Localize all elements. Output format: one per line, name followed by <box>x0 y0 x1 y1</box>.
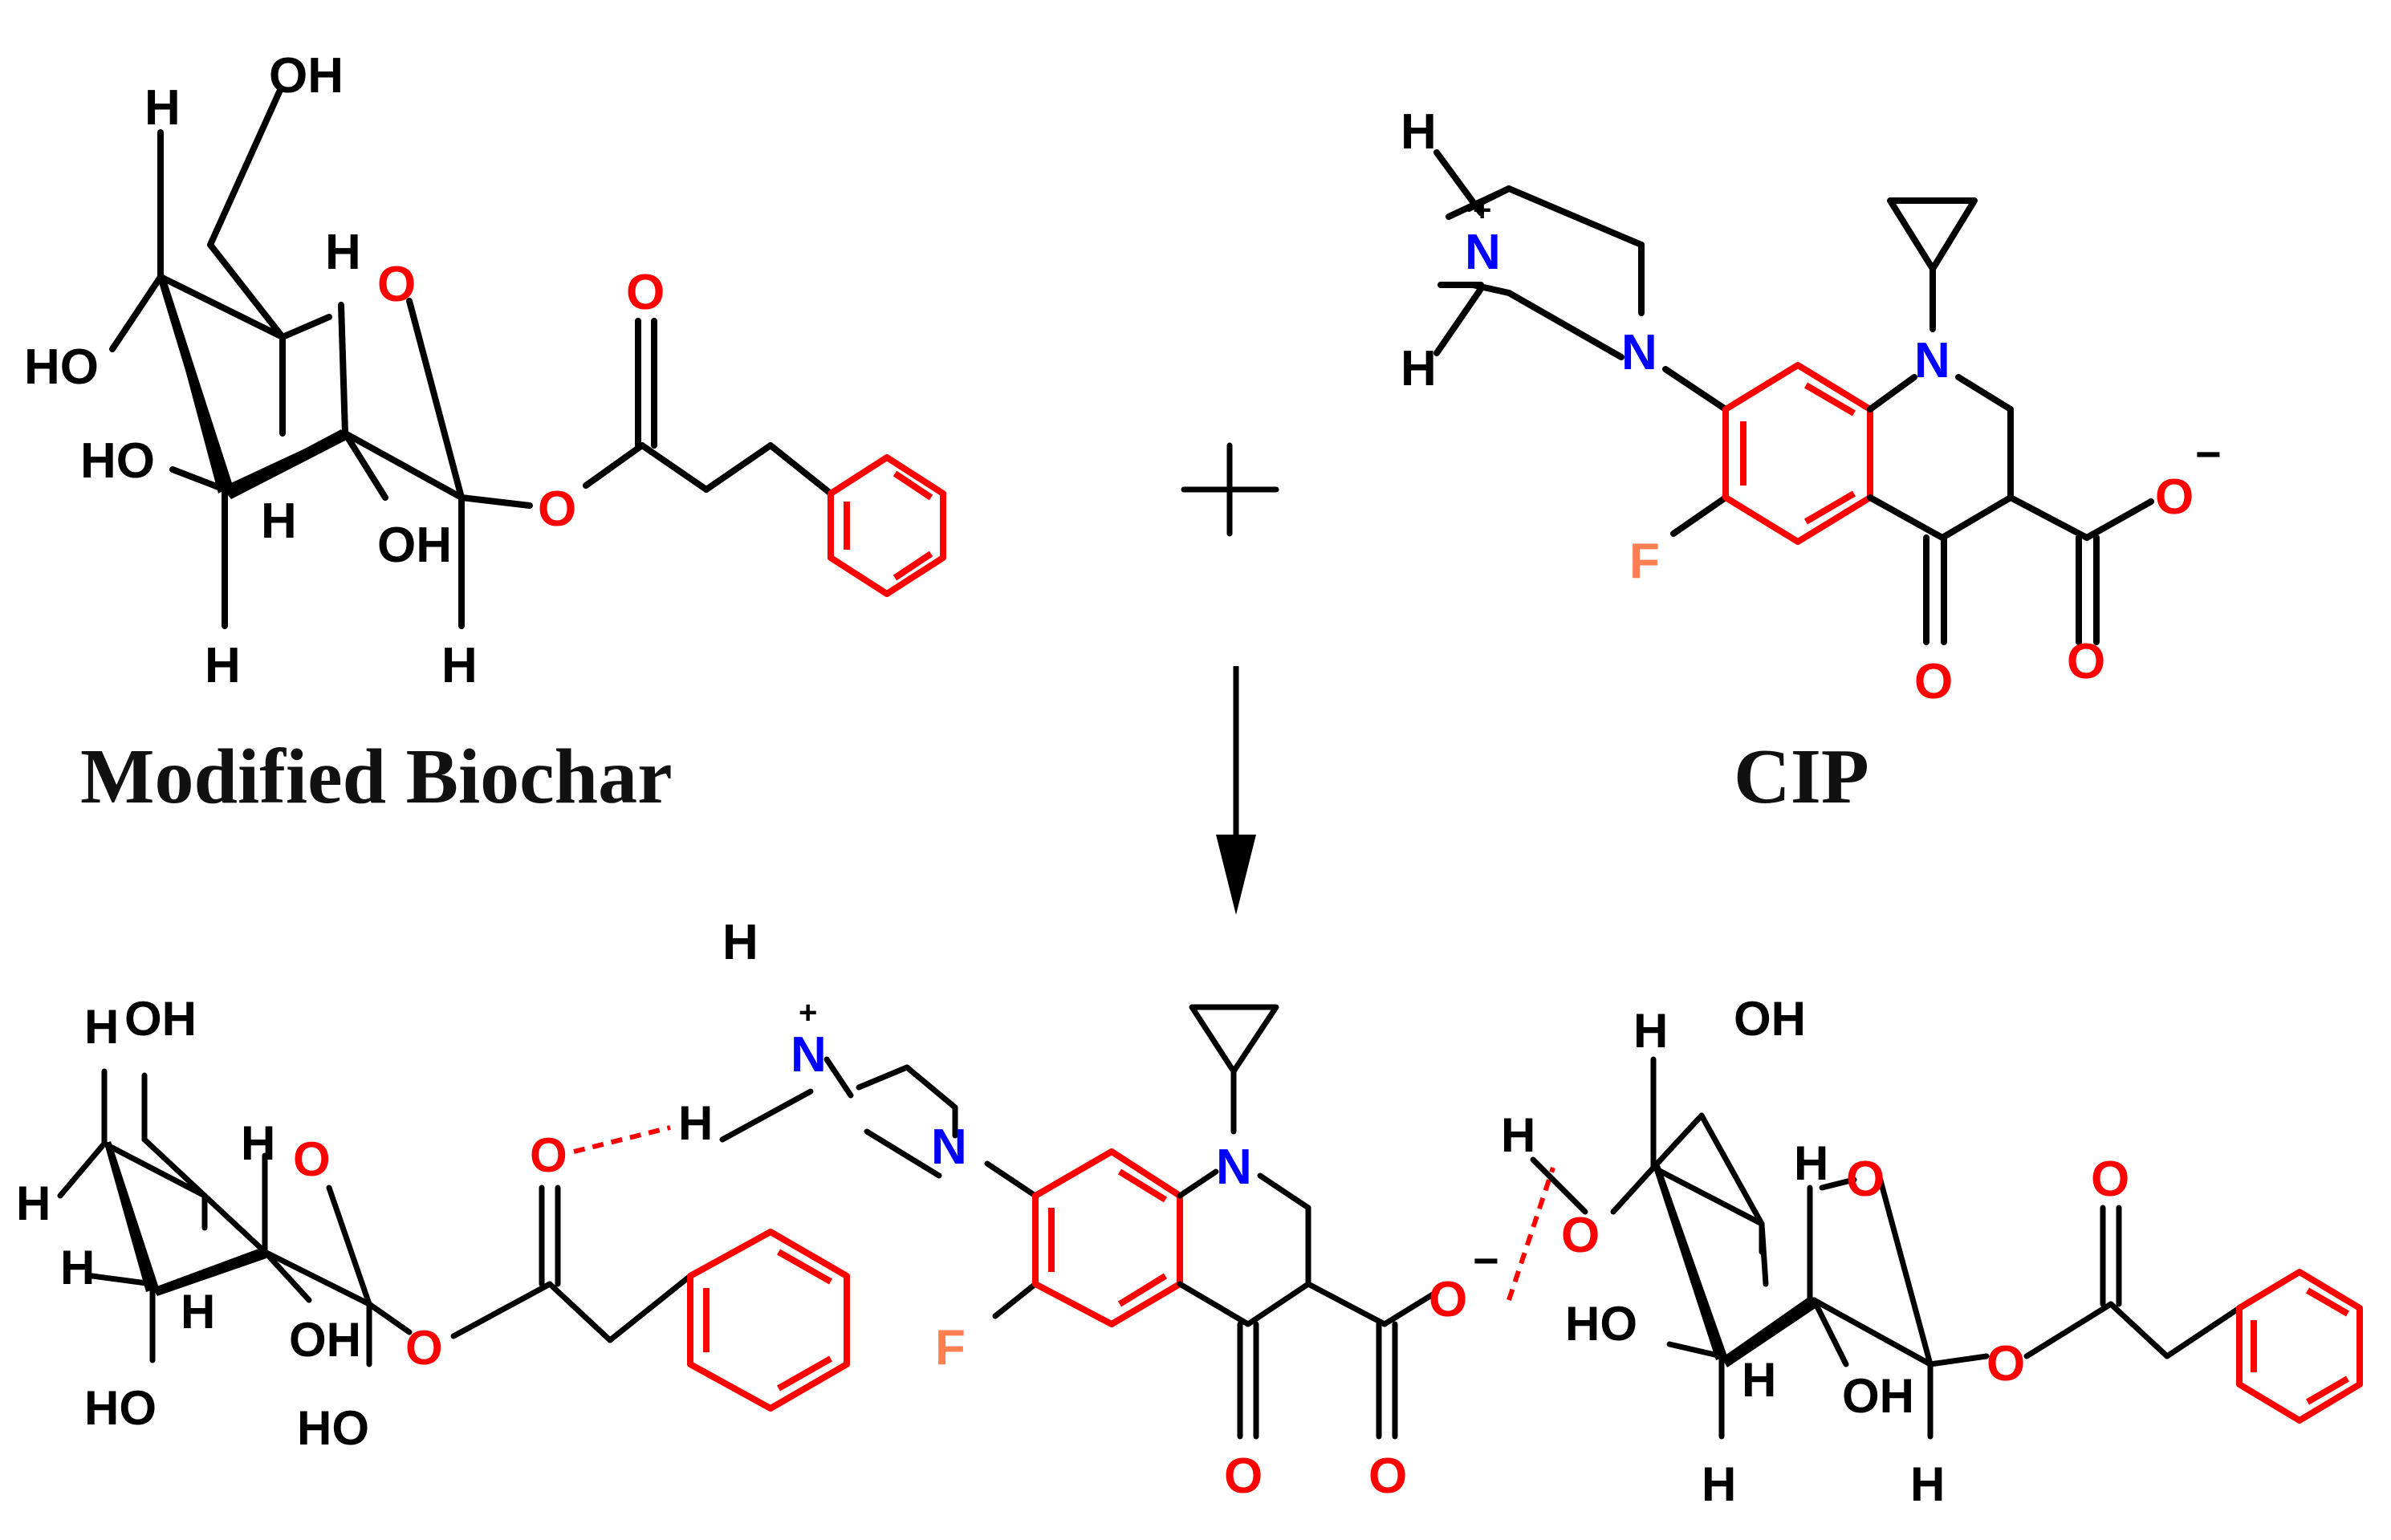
oh-group: OH <box>1842 1369 1914 1423</box>
ring-oxygen: O <box>293 1132 331 1186</box>
h-atom: H <box>16 1176 51 1230</box>
carbonyl-oxygen: O <box>626 265 665 320</box>
fluorine-atom: F <box>935 1320 966 1375</box>
positive-charge: + <box>1473 193 1491 228</box>
piperazine-nitrogen: N <box>1465 225 1501 280</box>
cip-structure: H + N H N N F O − O O <box>1401 104 2222 709</box>
ho-group: HO <box>80 433 155 489</box>
ho-group: HO <box>24 339 99 395</box>
carbonyl-oxygen: O <box>530 1128 567 1182</box>
h-atom: H <box>1633 1004 1668 1058</box>
h-atom: H <box>1401 104 1437 160</box>
reaction-arrow <box>1216 666 1256 915</box>
ester-oxygen: O <box>405 1321 443 1375</box>
h-atom: H <box>678 1096 713 1150</box>
piperazine-nitrogen: N <box>791 1027 827 1083</box>
quinolone-nitrogen: N <box>1914 333 1950 388</box>
carboxyl-oxygen: O <box>2067 634 2105 689</box>
quinolone-nitrogen: N <box>1216 1140 1252 1195</box>
ketone-oxygen: O <box>1914 654 1953 709</box>
ester-oxygen: O <box>538 482 576 537</box>
ring-oxygen: O <box>1846 1152 1885 1207</box>
cip-label: CIP <box>1734 733 1869 820</box>
negative-charge: − <box>2195 429 2222 479</box>
oh-group: OH <box>124 992 197 1046</box>
h-atom: H <box>325 225 361 280</box>
h-atom: H <box>1401 341 1437 396</box>
h-atom: H <box>1742 1353 1776 1407</box>
ring-oxygen: O <box>377 257 416 312</box>
fluorine-atom: F <box>1629 534 1660 589</box>
h-atom: H <box>441 638 478 693</box>
hydrogen-bond-right <box>1507 1167 1555 1301</box>
h-atom: H <box>84 1000 119 1054</box>
hydroxyl-oxygen: O <box>1561 1208 1600 1263</box>
h-atom: H <box>1794 1136 1828 1190</box>
ketone-oxygen: O <box>1224 1449 1263 1504</box>
plus-sign <box>1181 442 1279 537</box>
h-atom: H <box>241 1116 275 1170</box>
h-atom: H <box>144 80 181 136</box>
h-atom: H <box>722 915 758 970</box>
carboxyl-oxygen: O <box>1368 1449 1407 1504</box>
h-atom: H <box>60 1241 95 1294</box>
cip-fragment-bound: H + N H N N F O − O O <box>678 915 1499 1504</box>
biochar-fragment-right: H O H OH H O HO H OH H H O O <box>1501 992 2363 1511</box>
h-atom: H <box>261 494 297 549</box>
carboxylate-oxygen: O <box>1429 1272 1467 1327</box>
ho-group: HO <box>1565 1297 1637 1351</box>
modified-biochar-structure: H OH H O HO HO H OH H H O O <box>24 48 946 693</box>
h-atom: H <box>1702 1457 1736 1511</box>
carboxylate-oxygen: O <box>2155 469 2194 525</box>
oh-group: OH <box>289 1313 361 1367</box>
h-atom: H <box>1501 1108 1535 1162</box>
h-atom: H <box>205 638 241 693</box>
negative-charge: − <box>1473 1235 1499 1286</box>
oh-group: OH <box>1734 992 1806 1046</box>
positive-charge: + <box>799 995 817 1030</box>
ester-oxygen: O <box>1986 1336 2025 1392</box>
h-atom: H <box>1910 1457 1945 1511</box>
biochar-fragment-left: H OH H O H H H OH HO HO O O <box>16 992 850 1455</box>
hydrogen-bond-left <box>573 1125 671 1154</box>
oh-group: OH <box>377 518 452 573</box>
carbonyl-oxygen: O <box>2091 1152 2129 1207</box>
piperazine-nitrogen: N <box>931 1119 967 1175</box>
h-atom: H <box>181 1285 215 1339</box>
ho-group: HO <box>297 1401 369 1455</box>
piperazine-nitrogen: N <box>1621 325 1657 380</box>
ho-group: HO <box>84 1381 157 1435</box>
oh-group: OH <box>269 48 344 104</box>
modified-biochar-label: Modified Biochar <box>80 733 673 820</box>
